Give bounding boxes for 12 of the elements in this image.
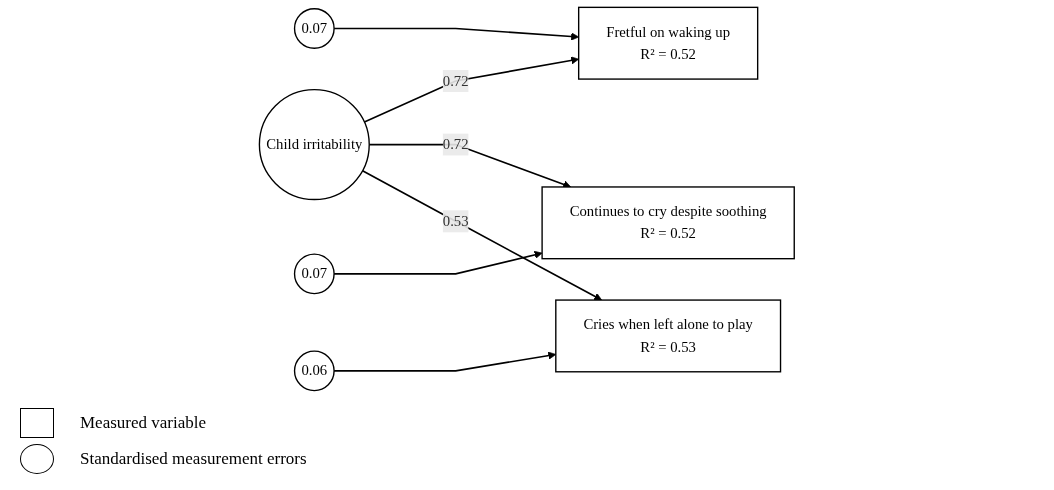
edge-label: 0.53 <box>442 213 469 229</box>
node-circle: 0.07 <box>294 8 335 49</box>
legend-text: Measured variable <box>80 413 207 433</box>
edge-label: 0.72 <box>442 72 469 89</box>
node-circle: Child irritability <box>258 88 371 201</box>
node-box: Fretful on waking up R² = 0.52 <box>578 6 759 80</box>
legend-text: Standardised measurement errors <box>80 449 307 469</box>
node-box: Continues to cry despite soothing R² = 0.52 <box>541 186 796 260</box>
edge-label: 0.72 <box>442 136 469 152</box>
node-circle: 0.06 <box>294 350 335 392</box>
node-circle: 0.07 <box>294 253 335 295</box>
node-box: Cries when left alone to play R² = 0.53 <box>555 299 782 373</box>
